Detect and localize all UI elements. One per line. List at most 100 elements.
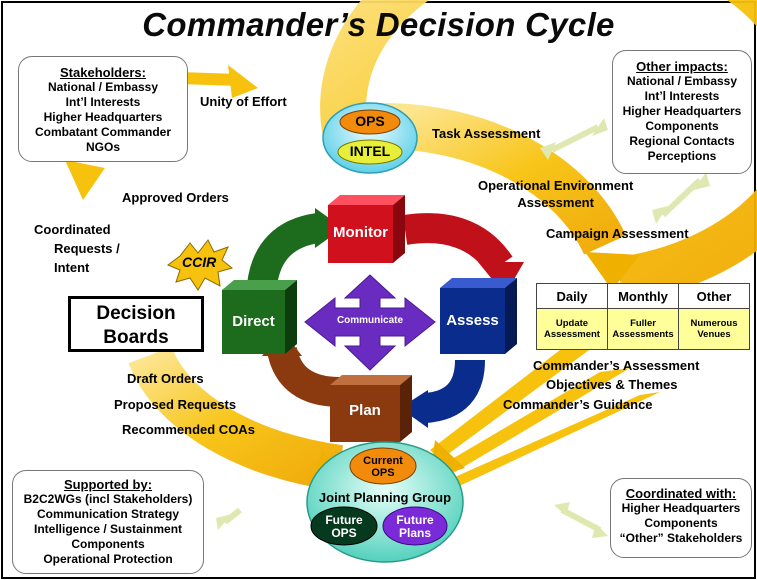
coordinated-requests-line: Requests /	[54, 241, 120, 256]
other-impacts-box: Other impacts: National / Embassy Int’l …	[612, 50, 752, 174]
connector-campaign-other	[660, 177, 703, 218]
table-cell-daily: Update Assessment	[536, 308, 608, 350]
table-header-monthly: Monthly	[607, 283, 679, 309]
direct-label: Direct	[232, 313, 275, 330]
coordinated-with-item: “Other” Stakeholders	[619, 531, 743, 545]
unity-of-effort-label: Unity of Effort	[200, 94, 287, 109]
page-title: Commander’s Decision Cycle	[142, 6, 615, 43]
arrow-assess-3	[448, 392, 660, 488]
table-cell-line: Venues	[697, 329, 731, 340]
other-impacts-item: Components	[645, 119, 719, 133]
supported-by-box: Supported by: B2C2WGs (incl Stakeholders…	[12, 470, 204, 574]
table-row: Update Assessment Fuller Assessments Num…	[536, 308, 750, 350]
ops-oval	[339, 109, 401, 135]
direct-cube	[222, 290, 285, 354]
coordinated-with-item: Components	[644, 516, 718, 530]
communicate-arrow	[304, 274, 436, 371]
jpg-label: Joint Planning Group	[318, 490, 452, 505]
campaign-assessment-label: Campaign Assessment	[546, 226, 689, 241]
task-assessment-label: Task Assessment	[432, 126, 541, 141]
supported-by-item: B2C2WGs (incl Stakeholders)	[23, 492, 193, 506]
intel-label: INTEL	[349, 143, 391, 159]
cube-monitor-top	[328, 195, 405, 205]
future-plans-label: Future Plans	[383, 514, 447, 540]
supported-by-item: Communication Strategy	[36, 507, 180, 521]
table-cell-other: Numerous Venues	[678, 308, 750, 350]
current-ops-line: Current	[363, 455, 403, 467]
table-header-row: Daily Monthly Other	[536, 283, 750, 309]
connector-supported	[223, 507, 242, 525]
future-ops-line: Future	[325, 513, 363, 527]
table-cell-line: Numerous	[690, 318, 738, 329]
stakeholders-heading: Stakeholders:	[60, 65, 146, 80]
other-impacts-item: Int’l Interests	[644, 89, 720, 103]
future-ops-label: Future OPS	[311, 514, 377, 540]
coordinated-with-item: Higher Headquarters	[621, 501, 741, 515]
stakeholders-item: Int’l Interests	[65, 95, 141, 109]
arrow-assess-1	[430, 342, 600, 460]
cube-plan-top	[330, 375, 412, 385]
arrow-to-unity	[228, 65, 258, 98]
table-cell-line: Fuller	[630, 318, 656, 329]
communicate-label: Communicate	[336, 315, 404, 326]
table-cell-line: Update	[555, 318, 589, 329]
cube-direct-top	[222, 280, 297, 290]
other-impacts-item: National / Embassy	[626, 74, 738, 88]
stakeholders-box: Stakeholders: National / Embassy Int’l I…	[18, 56, 188, 162]
table-header-daily: Daily	[536, 283, 608, 309]
coordinated-with-heading: Coordinated with:	[625, 486, 737, 501]
coordinated-requests-line: Coordinated	[34, 222, 111, 237]
ccir-starburst	[167, 239, 234, 291]
other-impacts-item: Perceptions	[647, 149, 717, 163]
plan-label: Plan	[349, 402, 381, 419]
table-cell-line: Assessments	[612, 329, 674, 340]
other-impacts-item: Regional Contacts	[629, 134, 735, 148]
coordinated-with-box: Coordinated with: Higher Headquarters Co…	[610, 478, 752, 558]
draft-orders-label: Draft Orders	[127, 371, 204, 386]
stakeholders-item: Combatant Commander	[34, 125, 171, 139]
ring-arrowhead-left	[65, 160, 105, 200]
decision-boards-line: Decision	[96, 303, 176, 324]
table-cell-monthly: Fuller Assessments	[607, 308, 679, 350]
operational-environment-label: Operational Environment Assessment	[478, 177, 633, 211]
assess-cube	[440, 288, 505, 354]
current-ops-label: Current OPS	[350, 455, 416, 479]
connector-ops-other	[550, 124, 600, 153]
ring-arrowhead-right	[585, 252, 640, 290]
objectives-themes-label: Objectives & Themes	[546, 377, 678, 392]
operational-environment-line: Operational Environment	[478, 178, 634, 193]
stakeholders-item: NGOs	[85, 140, 120, 154]
operational-environment-line: Assessment	[517, 195, 594, 210]
supported-by-item: Intelligence / Sustainment	[33, 522, 183, 536]
assess-label: Assess	[446, 312, 499, 329]
future-plans-oval	[382, 506, 448, 546]
future-ops-line: OPS	[331, 526, 357, 540]
coordinated-requests-line: Intent	[54, 260, 90, 275]
assessment-frequency-table: Daily Monthly Other Update Assessment Fu…	[536, 283, 750, 350]
stakeholders-item: Higher Headquarters	[43, 110, 163, 124]
intel-oval	[337, 139, 403, 165]
arrow-stakeholders-to-ring	[177, 72, 241, 86]
other-impacts-heading: Other impacts:	[636, 59, 728, 74]
future-ops-oval	[310, 506, 378, 546]
ops-label: OPS	[355, 113, 385, 129]
monitor-label: Monitor	[333, 224, 388, 241]
commanders-guidance-label: Commander’s Guidance	[503, 397, 653, 412]
ring-upper-right	[379, 102, 626, 255]
arrow-assess-2	[440, 368, 630, 475]
recommended-coas-label: Recommended COAs	[122, 422, 255, 437]
connector-coordinated	[560, 507, 602, 533]
future-plans-line: Plans	[398, 526, 431, 540]
arrow-assess-plan	[423, 359, 485, 423]
ring-upper-left	[320, 0, 757, 303]
ring-lower-left	[128, 346, 344, 491]
current-ops-line: OPS	[371, 467, 395, 479]
proposed-requests-label: Proposed Requests	[114, 397, 237, 412]
arrow-monitor-assess	[402, 213, 513, 274]
table-header-other: Other	[678, 283, 750, 309]
other-impacts-item: Higher Headquarters	[622, 104, 742, 118]
approved-orders-label: Approved Orders	[122, 190, 229, 205]
plan-cube	[330, 385, 400, 442]
